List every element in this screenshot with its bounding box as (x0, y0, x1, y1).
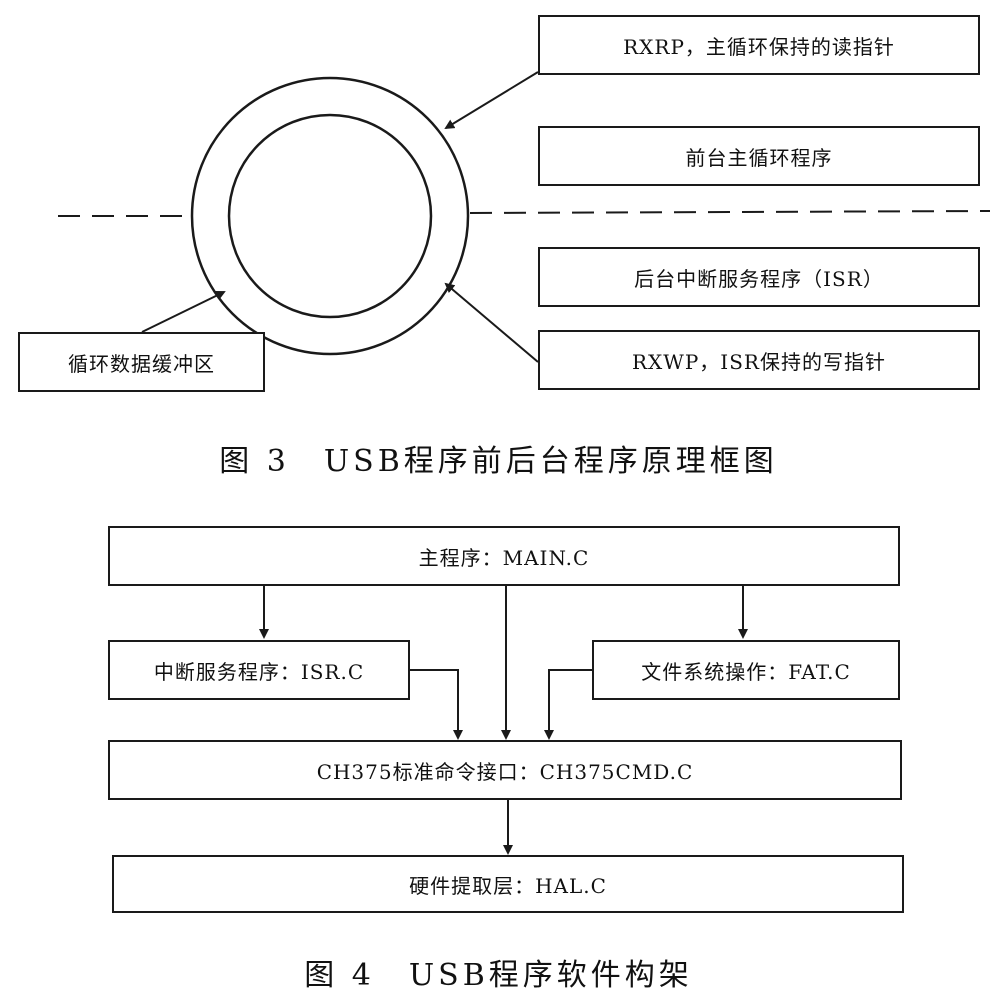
figure-3-caption: 图 3 USB程序前后台程序原理框图 (219, 444, 778, 479)
box-foreground-loop: 前台主循环程序 (538, 126, 980, 186)
divider-dashed-right (469, 210, 991, 214)
arrow-read-pointer (444, 71, 539, 130)
box-cmd-interface: CH375标准命令接口：CH375CMD.C (108, 740, 902, 800)
box-circular-buffer: 循环数据缓冲区 (18, 332, 265, 392)
box-main-program: 主程序：MAIN.C (108, 526, 900, 586)
box-isr-module: 中断服务程序：ISR.C (108, 640, 410, 700)
box-write-pointer: RXWP，ISR保持的写指针 (538, 330, 980, 390)
box-fat-module: 文件系统操作：FAT.C (592, 640, 900, 700)
box-read-pointer: RXRP，主循环保持的读指针 (538, 15, 980, 75)
arrow-isr-to-cmd (410, 669, 463, 740)
ring-outer-circle (190, 76, 470, 356)
arrow-write-pointer (444, 282, 539, 363)
arrow-fat-to-cmd (544, 669, 592, 740)
box-hal-layer: 硬件提取层：HAL.C (112, 855, 904, 913)
ring-inner-circle (227, 113, 433, 319)
arrow-buffer (141, 291, 226, 333)
box-background-isr: 后台中断服务程序（ISR） (538, 247, 980, 307)
figure-4-caption: 图 4 USB程序软件构架 (304, 958, 693, 993)
